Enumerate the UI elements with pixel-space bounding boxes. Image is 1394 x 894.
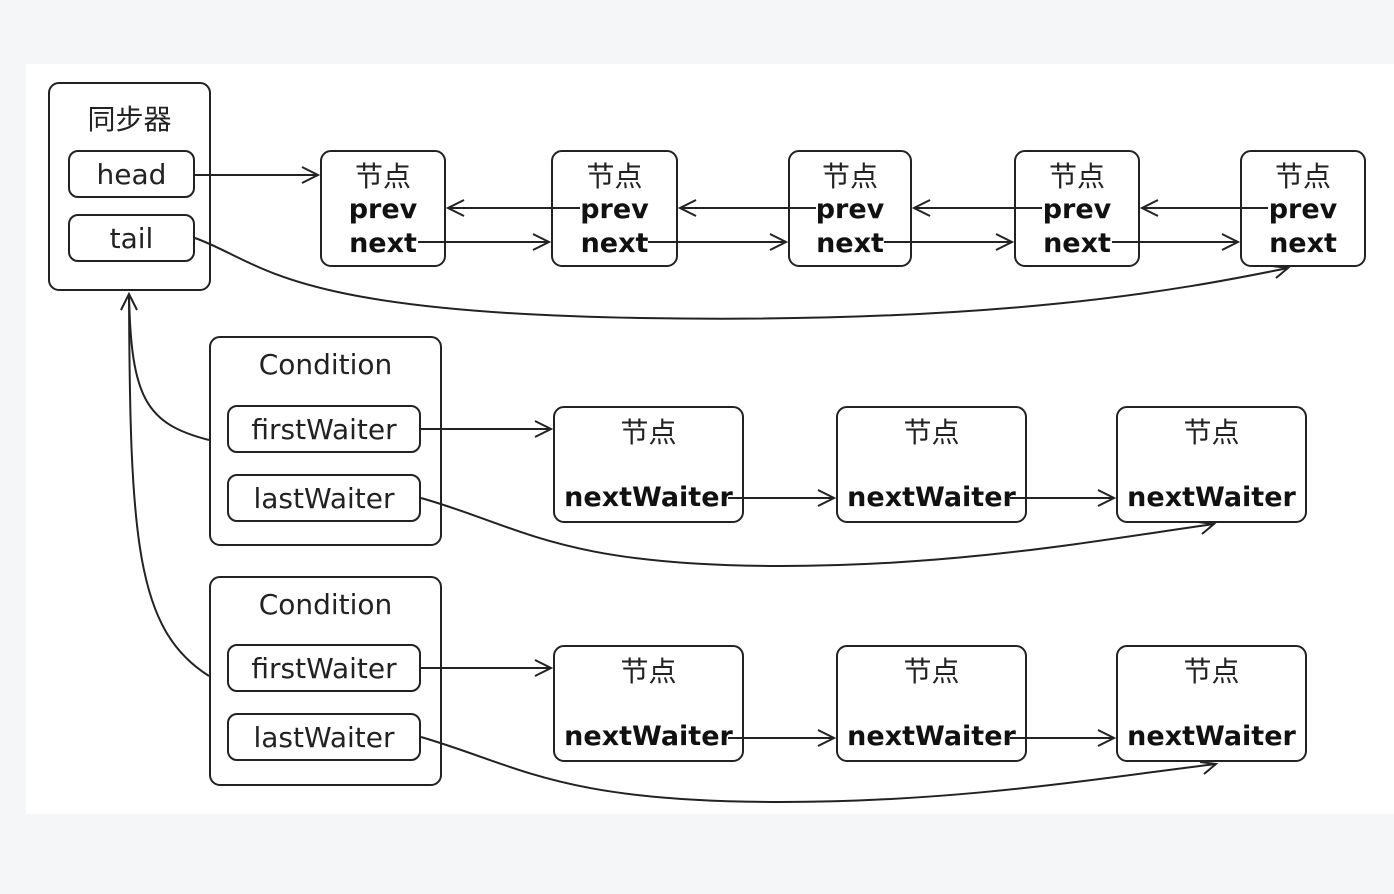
node-title: 节点 [1183,655,1240,688]
arrowhead [534,420,554,438]
next-waiter-field: nextWaiter [564,482,733,513]
tail-arrow [194,237,1289,320]
arrowhead [534,659,554,677]
next-field: next [349,228,417,259]
node-title: 节点 [354,160,411,193]
condition-title: Condition [258,588,393,621]
arrowhead [817,729,837,747]
node-title: 节点 [903,416,960,449]
queue-node: 节点 prev next [1240,150,1366,267]
next-waiter-field: nextWaiter [1127,721,1296,752]
arrowhead [1097,729,1117,747]
condition-node: 节点 nextWaiter [1116,406,1307,523]
arrowhead [1197,521,1217,535]
arrowhead [120,291,138,311]
node-title: 节点 [620,416,677,449]
arrowhead [532,233,552,251]
head-field: head [68,150,195,198]
condition-node: 节点 nextWaiter [553,406,744,523]
arrowhead [1097,489,1117,507]
arrowhead [1271,265,1291,279]
prev-field: prev [580,194,649,225]
prev-field: prev [348,194,418,225]
node-title: 节点 [1274,160,1331,193]
next-field: next [1043,228,1111,259]
prev-field: prev [1042,194,1112,225]
first-waiter-field: firstWaiter [227,644,421,692]
last-waiter-arrow [420,497,1215,568]
condition-node: 节点 nextWaiter [1116,645,1307,762]
node-title: 节点 [1183,416,1240,449]
next-field: next [1269,228,1337,259]
prev-field: prev [1268,194,1338,225]
queue-node: 节点 prev next [320,150,446,267]
next-waiter-field: nextWaiter [847,721,1016,752]
arrowhead [677,199,697,217]
node-title: 节点 [586,160,643,193]
arrowhead [301,166,321,184]
condition-link [128,293,210,677]
node-title: 节点 [1048,160,1105,193]
arrowhead [911,199,931,217]
node-title: 节点 [620,655,677,688]
arrowhead [1139,199,1159,217]
tail-field: tail [68,214,195,262]
next-waiter-field: nextWaiter [564,721,733,752]
last-waiter-field: lastWaiter [227,713,421,761]
next-field: next [580,228,649,259]
next-field: next [816,228,884,259]
condition-node: 节点 nextWaiter [836,645,1027,762]
last-waiter-field: lastWaiter [227,474,421,522]
arrowhead [1199,761,1219,775]
arrowhead [1221,233,1241,251]
first-waiter-field: firstWaiter [227,405,421,453]
arrowhead [445,199,465,217]
synchronizer-title: 同步器 [87,103,172,136]
next-waiter-field: nextWaiter [1127,482,1296,513]
next-waiter-field: nextWaiter [847,482,1016,513]
arrowhead [817,489,837,507]
condition-node: 节点 nextWaiter [553,645,744,762]
prev-field: prev [815,194,885,225]
node-title: 节点 [903,655,960,688]
condition-node: 节点 nextWaiter [836,406,1027,523]
condition-link [128,293,210,441]
arrowhead [995,233,1015,251]
node-title: 节点 [821,160,878,193]
last-waiter-arrow [420,736,1217,804]
condition-title: Condition [258,348,393,381]
arrowhead [769,233,789,251]
